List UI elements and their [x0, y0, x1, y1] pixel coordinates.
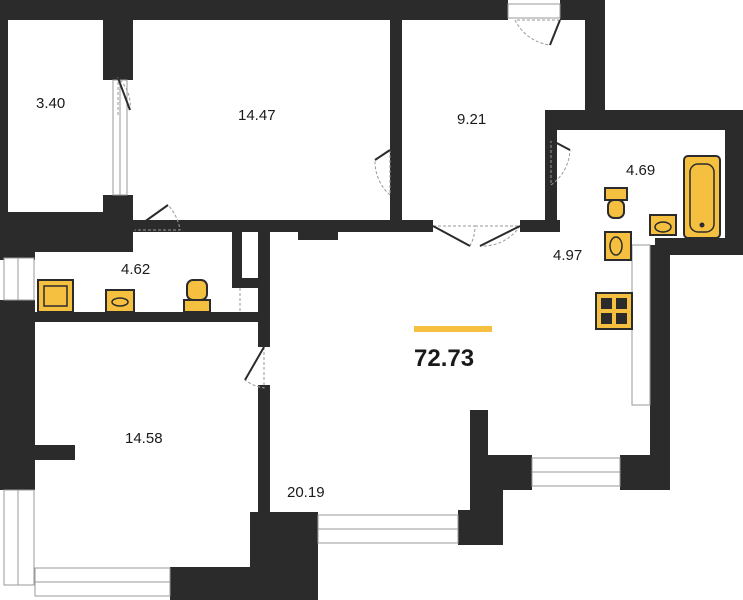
wall-wc-right-b — [258, 232, 270, 347]
toilet-icon — [604, 187, 628, 219]
sink-icon — [105, 289, 135, 313]
stove-icon — [595, 292, 633, 330]
window-top-right — [507, 3, 561, 19]
wall-wc-bottom — [35, 312, 270, 322]
wall-living-left — [258, 385, 270, 525]
wall-left-stub — [35, 445, 75, 460]
total-area-accent-bar — [414, 326, 492, 332]
area-living: 20.19 — [287, 484, 325, 501]
wall-top — [0, 0, 508, 20]
window-bottom-left-vertical — [3, 489, 35, 586]
room-labels: 3.40 14.47 9.21 4.69 4.62 4.97 14.58 20.… — [36, 95, 655, 501]
shower-tray-icon — [37, 279, 74, 313]
area-storage: 3.40 — [36, 95, 65, 112]
door-storage — [133, 204, 181, 231]
window-kitchen-side — [631, 244, 651, 406]
area-bedroom-right: 9.21 — [457, 111, 486, 128]
wall-living-step-b — [485, 455, 503, 545]
sink-icon — [649, 214, 677, 236]
wall-left-wc — [0, 235, 35, 260]
wall-left-upper — [0, 0, 8, 255]
wall-kitchen-right — [650, 245, 670, 485]
total-area: 72.73 — [414, 345, 474, 372]
wall-wc-right-a — [232, 232, 242, 287]
wall-bath-top — [545, 110, 743, 130]
doors — [117, 19, 571, 389]
bathtub-icon — [683, 155, 721, 239]
wall-bottom-left — [170, 567, 260, 600]
wall-storage-right — [103, 0, 133, 80]
window-wc-left — [3, 257, 35, 301]
area-wc: 4.62 — [121, 261, 150, 278]
wall-bath-bottom — [655, 238, 743, 255]
wall-corridor-top — [133, 220, 433, 232]
fixtures — [37, 155, 721, 330]
door-bath — [550, 140, 571, 186]
sink-icon — [604, 231, 632, 261]
door-bedroom-right-double — [433, 225, 521, 247]
toilet-icon — [183, 279, 211, 313]
area-kitchen: 4.97 — [553, 247, 582, 264]
area-bedroom-bottom: 14.58 — [125, 430, 163, 447]
wall-left-lower — [0, 300, 35, 490]
wall-right-upper — [585, 0, 605, 110]
wall-bedroom-divider — [390, 20, 402, 220]
wall-corridor-stub — [298, 230, 338, 240]
windows — [3, 3, 651, 597]
wall-living-left-foot — [250, 512, 318, 600]
wall-bath-right — [725, 110, 743, 255]
door-top-right — [514, 19, 560, 46]
area-bedroom-top: 14.47 — [238, 107, 276, 124]
door-bedroom-bottom — [244, 347, 265, 389]
area-bathroom: 4.69 — [626, 162, 655, 179]
door-bedroom-top — [374, 150, 391, 197]
wall-wc-niche — [232, 278, 270, 288]
wall-kitchen-right-low — [620, 455, 670, 490]
